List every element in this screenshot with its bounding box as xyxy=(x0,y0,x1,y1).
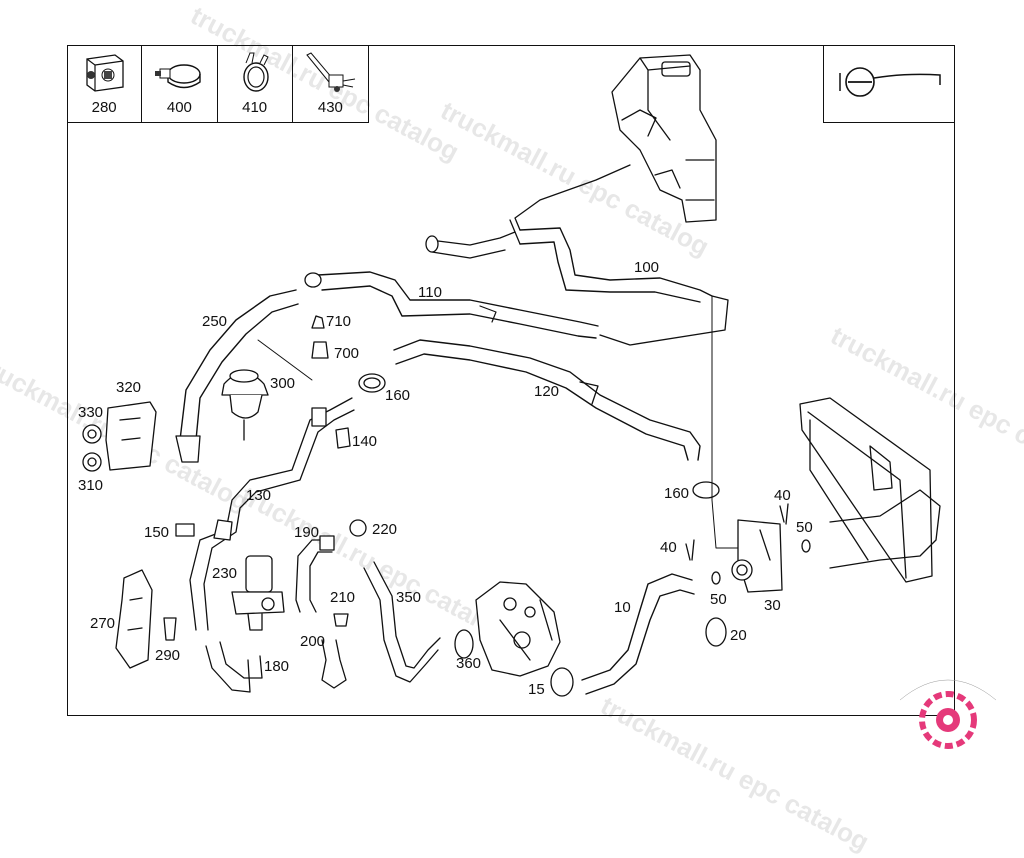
hose-100[interactable] xyxy=(519,227,713,297)
callout-310: 310 xyxy=(78,477,103,494)
callout-190: 190 xyxy=(294,524,319,541)
nut-310[interactable] xyxy=(82,452,102,472)
callout-40a: 40 xyxy=(660,539,677,556)
callout-700: 700 xyxy=(334,345,359,362)
exploded-parts-diagram: 100 110 120 130 140 150 160 160 180 190 … xyxy=(78,54,941,698)
bracket-320[interactable] xyxy=(105,401,157,471)
seal-20[interactable] xyxy=(705,617,727,647)
legend-part-number: 400 xyxy=(166,99,192,116)
part-710[interactable] xyxy=(311,315,325,329)
clamp-160b[interactable] xyxy=(692,481,720,499)
legend-cell[interactable]: 400 xyxy=(142,45,218,122)
o-ring-50b[interactable] xyxy=(801,539,811,553)
hose-180[interactable] xyxy=(205,641,263,693)
callout-160b: 160 xyxy=(664,485,689,502)
callout-100: 100 xyxy=(634,259,659,276)
callout-180: 180 xyxy=(264,658,289,675)
callout-210: 210 xyxy=(330,589,355,606)
callout-300: 300 xyxy=(270,375,295,392)
clip-140[interactable] xyxy=(335,427,351,449)
bracket-270[interactable] xyxy=(115,569,153,669)
heater-core[interactable] xyxy=(799,397,941,583)
callout-130: 130 xyxy=(246,487,271,504)
callout-230: 230 xyxy=(212,565,237,582)
callout-220: 220 xyxy=(372,521,397,538)
callout-150: 150 xyxy=(144,524,169,541)
clamp-360[interactable] xyxy=(454,629,474,659)
callout-710: 710 xyxy=(326,313,351,330)
spring-clamp-icon xyxy=(242,52,269,92)
valve-230[interactable] xyxy=(231,555,285,631)
callout-110: 110 xyxy=(418,284,442,301)
water-pump[interactable] xyxy=(475,581,561,677)
callout-15: 15 xyxy=(528,681,545,698)
ring-220[interactable] xyxy=(349,519,367,537)
seal-15[interactable] xyxy=(550,667,574,697)
hose-clamp-icon xyxy=(155,64,201,89)
hose-250[interactable] xyxy=(179,289,299,441)
truckmallparts-logo xyxy=(860,660,1024,750)
callout-360: 360 xyxy=(456,655,481,672)
callout-270: 270 xyxy=(90,615,115,632)
legend-cell[interactable]: 410 xyxy=(218,45,293,122)
o-ring-50[interactable] xyxy=(711,571,721,585)
flow-symbol-box xyxy=(823,45,955,123)
thermostat-housing-300[interactable] xyxy=(221,369,269,441)
callout-50a: 50 xyxy=(710,591,727,608)
pipe-holder-icon xyxy=(305,52,355,92)
legend-part-number: 280 xyxy=(91,99,117,116)
bolt-290[interactable] xyxy=(163,617,177,641)
callout-350: 350 xyxy=(396,589,421,606)
callout-10: 10 xyxy=(614,599,631,616)
hose-110[interactable] xyxy=(317,271,599,339)
hose-350[interactable] xyxy=(363,561,441,683)
callout-290: 290 xyxy=(155,647,180,664)
screw-150[interactable] xyxy=(175,523,195,537)
callout-30: 30 xyxy=(764,597,781,614)
callout-120: 120 xyxy=(534,383,559,400)
nut-330[interactable] xyxy=(82,424,102,444)
part-700[interactable] xyxy=(311,341,329,359)
hose-120[interactable] xyxy=(393,339,701,461)
callout-160a: 160 xyxy=(385,387,410,404)
legend-part-number: 430 xyxy=(317,99,343,116)
fitting-210[interactable] xyxy=(333,613,349,627)
clip-40b[interactable] xyxy=(779,503,789,525)
legend-cell[interactable]: 430 xyxy=(293,45,368,122)
hose-200[interactable] xyxy=(321,639,347,689)
hose-10[interactable] xyxy=(581,573,695,695)
legend-part-number: 410 xyxy=(242,99,268,116)
legend-cell[interactable]: 280 xyxy=(67,45,143,122)
diagram-frame xyxy=(67,45,955,716)
clip-40[interactable] xyxy=(685,539,695,561)
callout-200: 200 xyxy=(300,633,325,650)
callout-40b: 40 xyxy=(774,487,791,504)
parts-legend: 280 400 410 430 xyxy=(67,45,369,123)
callout-140: 140 xyxy=(352,433,377,450)
callout-320: 320 xyxy=(116,379,141,396)
clamp-160[interactable] xyxy=(358,373,386,393)
callout-50b: 50 xyxy=(796,519,813,536)
callout-20: 20 xyxy=(730,627,747,644)
connector-30[interactable] xyxy=(731,519,783,593)
callout-250: 250 xyxy=(202,313,227,330)
bracket-icon xyxy=(86,54,124,92)
callout-330: 330 xyxy=(78,404,103,421)
flow-direction-icon xyxy=(839,67,941,97)
coolant-reservoir[interactable] xyxy=(611,54,717,223)
hose-190[interactable] xyxy=(295,539,333,613)
